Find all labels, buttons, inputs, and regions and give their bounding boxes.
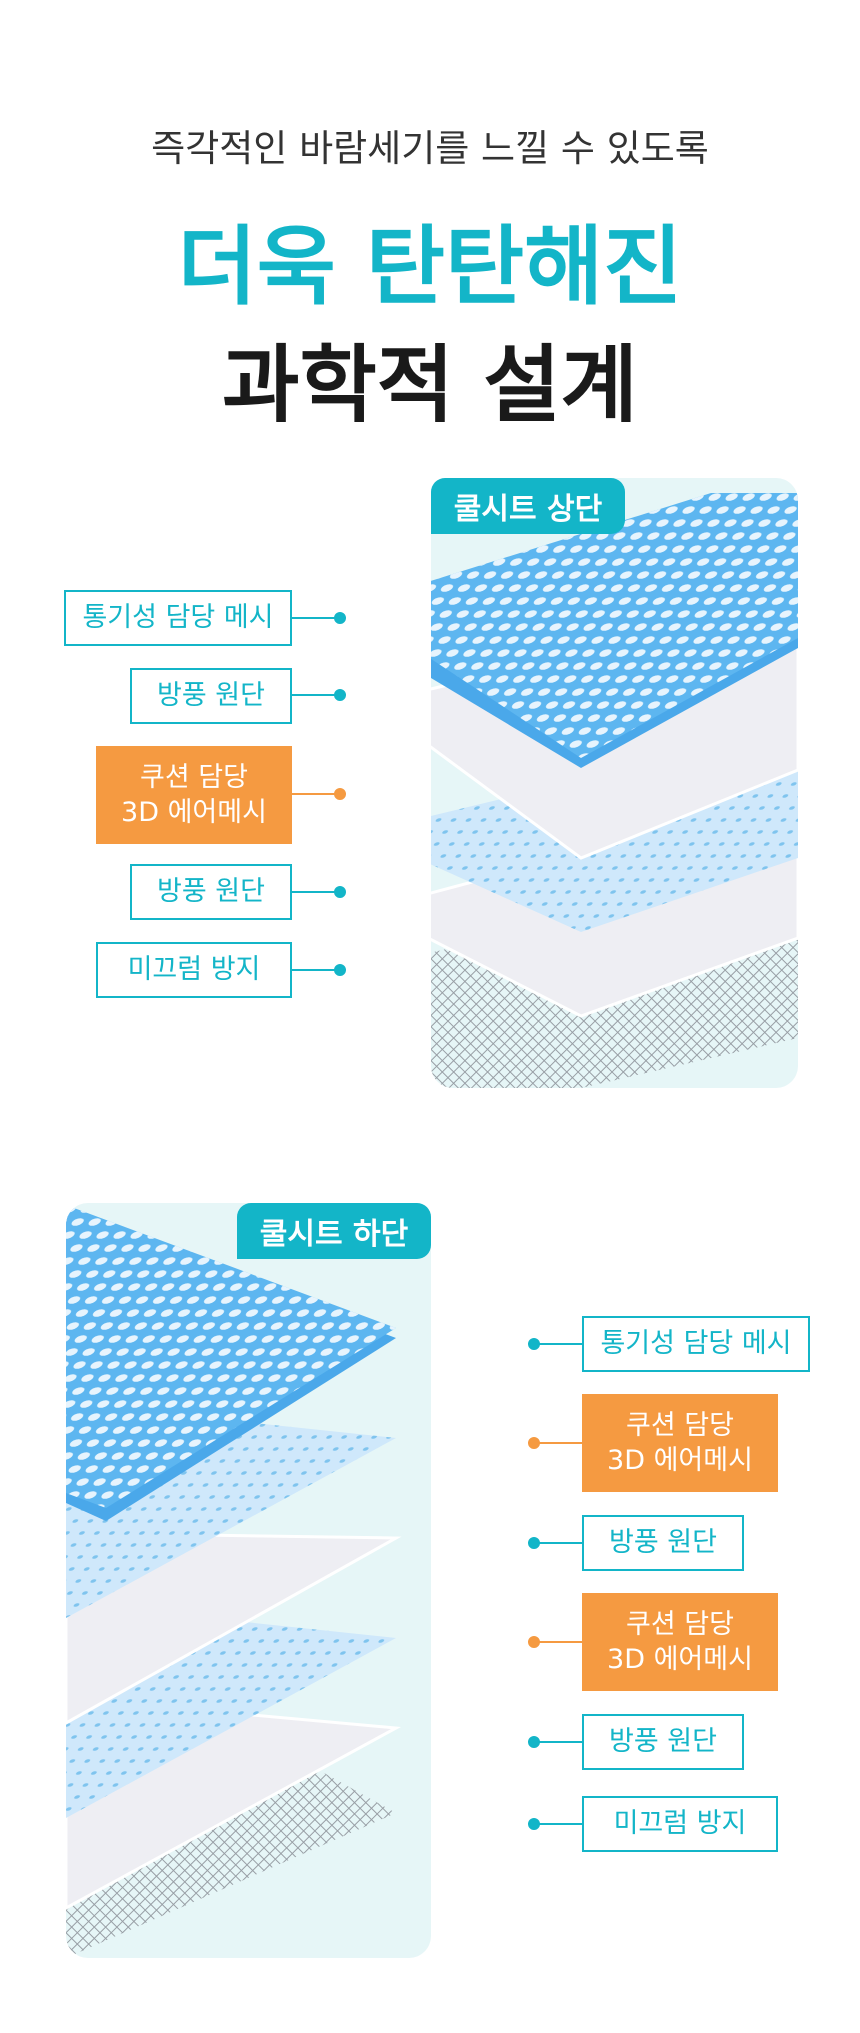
top-label-windproof-2: 방풍 원단 (130, 864, 292, 920)
top-layer-illustration (431, 493, 798, 1088)
bottom-label-anti-slip: 미끄럼 방지 (582, 1796, 778, 1852)
bottom-label-windproof-1: 방풍 원단 (582, 1515, 744, 1571)
bottom-label-windproof-2: 방풍 원단 (582, 1714, 744, 1770)
bottom-panel (66, 1203, 431, 1958)
top-section-tag: 쿨시트 상단 (431, 478, 625, 534)
bottom-layer-illustration (66, 1205, 402, 1958)
top-label-windproof-1: 방풍 원단 (130, 668, 292, 724)
bottom-section-tag: 쿨시트 하단 (237, 1203, 431, 1259)
top-label-anti-slip: 미끄럼 방지 (96, 942, 292, 998)
top-label-breathable-mesh: 통기성 담당 메시 (64, 590, 292, 646)
subtitle: 즉각적인 바람세기를 느낄 수 있도록 (151, 127, 709, 170)
title-line-1: 더욱 탄탄해진 (177, 217, 683, 317)
top-panel (431, 478, 798, 1088)
title-line-2: 과학적 설계 (222, 336, 638, 434)
bottom-label-breathable-mesh: 통기성 담당 메시 (582, 1316, 810, 1372)
